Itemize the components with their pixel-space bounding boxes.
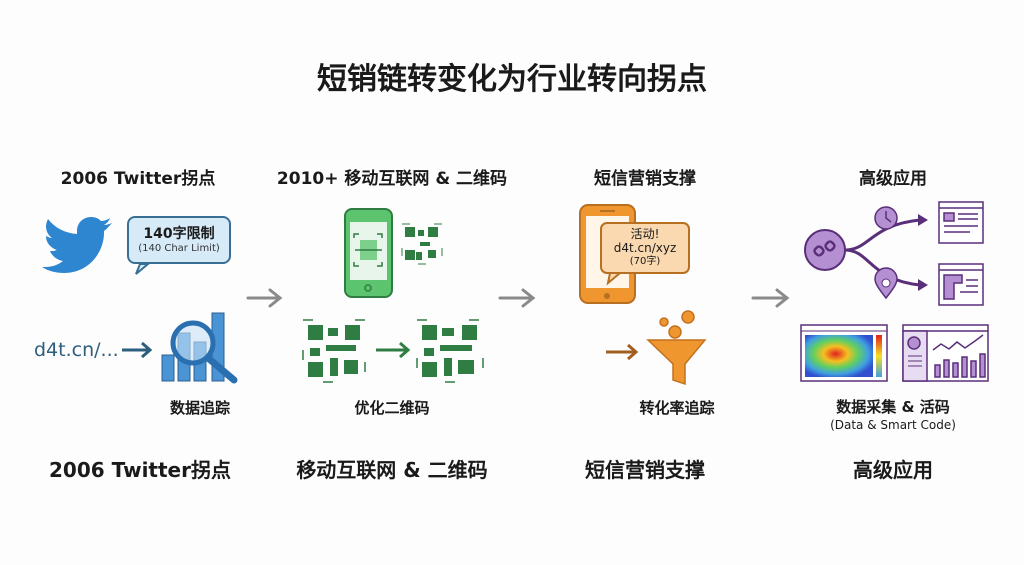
bubble-sub-text: (140 Char Limit) — [138, 243, 220, 254]
footer-sms: 短信营销支撑 — [585, 458, 705, 482]
qr-code-before-icon — [302, 319, 366, 383]
bubble-main-text: 140字限制 — [143, 226, 215, 242]
page-title: 短销链转变化为行业转向拐点 — [317, 62, 707, 97]
caption-data-smart-code-sub: (Data & Smart Code) — [830, 418, 956, 432]
clock-icon — [874, 206, 898, 230]
link-routing-icon — [804, 214, 928, 291]
char-limit-bubble: 140字限制 (140 Char Limit) — [127, 216, 231, 264]
arrow-right-icon — [122, 341, 153, 359]
footer-advanced: 高级应用 — [853, 458, 933, 482]
column-heading-sms: 短信营销支撑 — [594, 169, 696, 189]
caption-data-tracking: 数据追踪 — [169, 399, 230, 417]
short-link-text: d4t.cn/... — [34, 339, 119, 361]
phone-scan-icon — [344, 208, 393, 298]
footer-twitter: 2006 Twitter拐点 — [49, 458, 231, 482]
step-arrow-icon — [246, 288, 790, 308]
analytics-magnifier-icon — [161, 312, 238, 384]
location-pin-icon — [874, 267, 898, 300]
twitter-bird-icon — [42, 217, 112, 273]
landing-page-a-icon — [938, 201, 984, 244]
landing-page-b-icon — [938, 263, 984, 306]
column-heading-advanced: 高级应用 — [859, 169, 927, 189]
footer-mobile: 移动互联网 & 二维码 — [296, 458, 488, 482]
bubble-tail — [135, 263, 151, 275]
column-heading-twitter: 2006 Twitter拐点 — [60, 169, 216, 189]
heatmap-dashboard-icon — [800, 324, 888, 382]
qr-code-optimized-icon — [416, 319, 484, 383]
analytics-dashboard-icon — [902, 324, 989, 382]
funnel-icon — [646, 310, 707, 386]
caption-optimize-qr: 优化二维码 — [354, 399, 430, 417]
qr-code-icon — [401, 223, 443, 265]
caption-data-smart-code: 数据采集 & 活码 — [836, 398, 950, 416]
caption-conversion-tracking: 转化率追踪 — [639, 399, 715, 417]
arrow-right-icon — [606, 343, 639, 361]
column-heading-mobile: 2010+ 移动互联网 & 二维码 — [276, 169, 508, 189]
sms-line-1: 活动! — [630, 227, 660, 241]
sms-line-2: d4t.cn/xyz — [613, 241, 677, 255]
sms-line-3: (70字) — [629, 256, 661, 267]
sms-bubble: 活动! d4t.cn/xyz (70字) — [600, 222, 690, 274]
arrow-right-icon — [376, 341, 411, 359]
